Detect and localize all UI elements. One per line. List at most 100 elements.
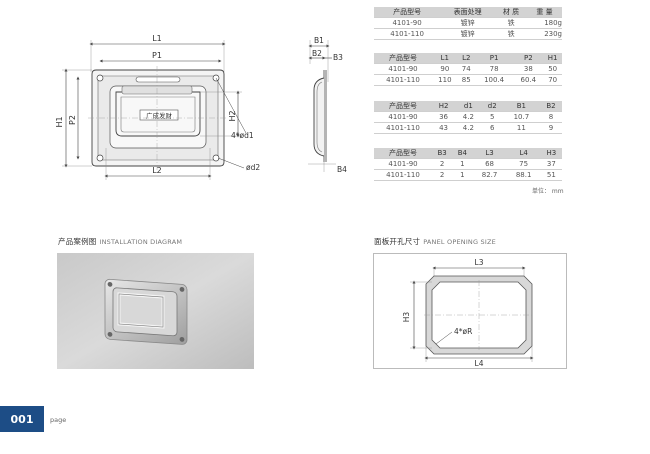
- dim-B1: B1: [314, 36, 324, 45]
- dim-radius: 4*øR: [454, 327, 472, 336]
- table-cell: 10.7: [502, 111, 540, 123]
- table-cell: 50: [543, 63, 562, 75]
- table-cell: 180g: [527, 17, 562, 29]
- table-cell: 2: [432, 169, 453, 181]
- dim-H3: H3: [402, 312, 411, 323]
- table-header: d1: [455, 101, 482, 112]
- dim-B4: B4: [337, 165, 347, 174]
- table-cell: 230g: [527, 28, 562, 40]
- table-header: 材 质: [495, 7, 528, 18]
- panel-drawing-frame: [373, 253, 567, 369]
- table-cell: 8: [539, 111, 562, 123]
- table-cell: 68: [472, 158, 507, 170]
- table-cell: 6: [481, 122, 503, 134]
- table-cell: 4101-90: [374, 111, 432, 123]
- side-view-drawing: B1 B2 B3 B4: [308, 36, 347, 174]
- table-cell: 60.4: [513, 74, 544, 86]
- table-cell: 38: [513, 63, 544, 75]
- table-cell: 4101-90: [374, 17, 441, 29]
- table-row: 4101-110 镀锌 铁 230g: [374, 28, 562, 40]
- table-header: 产品型号: [374, 148, 432, 159]
- table-header: B2: [539, 101, 562, 112]
- table-cell: 4.2: [455, 111, 482, 123]
- table-cell: 85: [457, 74, 475, 86]
- table-cell: 1: [452, 158, 473, 170]
- table-row: 4101-110 43 4.2 6 11 9: [374, 122, 562, 134]
- dim-hole: 4*ød1: [231, 131, 254, 140]
- table-cell: 37: [540, 158, 562, 170]
- page-number-badge: 001: [0, 406, 44, 432]
- table-cell: 镀锌: [440, 28, 496, 40]
- dim-L3: L3: [475, 258, 484, 267]
- table-cell: 2: [432, 158, 453, 170]
- installation-title-en: INSTALLATION DIAGRAM: [99, 238, 183, 246]
- table-cell: 88.1: [506, 169, 541, 181]
- dim-L2: L2: [152, 166, 162, 175]
- dim-H2: H2: [228, 110, 237, 121]
- table-header: H1: [543, 53, 562, 64]
- table-header: P2: [513, 53, 544, 64]
- table-cell: 1: [452, 169, 473, 181]
- dim-H1: H1: [55, 116, 64, 127]
- page-label: page: [50, 416, 67, 424]
- table-header: B4: [452, 148, 473, 159]
- panel-opening-drawing: L3 H3 4*øR L4: [402, 258, 534, 368]
- table-cell: 75: [506, 158, 541, 170]
- table-cell: 110: [432, 74, 458, 86]
- table-cell: 82.7: [472, 169, 507, 181]
- table-header: 产品型号: [374, 53, 432, 64]
- table-header: L2: [457, 53, 475, 64]
- table-header: 产品型号: [374, 7, 441, 18]
- table-cell: 11: [502, 122, 540, 134]
- table-cell: 铁: [495, 17, 528, 29]
- table-cell: 70: [543, 74, 562, 86]
- table-cell: 5: [481, 111, 503, 123]
- table-header: H2: [432, 101, 456, 112]
- spec-table-3: 产品型号 H2 d1 d2 B1 B2 4101-90 36 4.2 5 10.…: [374, 101, 562, 134]
- table-cell: 100.4: [474, 74, 514, 86]
- installation-title-cn: 产品案例图: [58, 237, 97, 246]
- table-header: B1: [502, 101, 540, 112]
- table-header: L4: [506, 148, 541, 159]
- table-row: 4101-90 镀锌 铁 180g: [374, 17, 562, 29]
- stamp-label: 广成发财: [146, 111, 173, 120]
- unit-note: 单位： mm: [532, 188, 564, 195]
- panel-title-en: PANEL OPENING SIZE: [423, 238, 496, 246]
- table-cell: 4101-110: [374, 122, 432, 134]
- table-cell: 36: [432, 111, 456, 123]
- table-row: 4101-90 90 74 78 38 50: [374, 63, 562, 75]
- table-cell: 铁: [495, 28, 528, 40]
- table-cell: 4101-110: [374, 169, 432, 181]
- table-row: 4101-90 2 1 68 75 37: [374, 158, 562, 170]
- table-row: 4101-90 36 4.2 5 10.7 8: [374, 111, 562, 123]
- dim-P1: P1: [152, 51, 162, 60]
- installation-photo: [57, 253, 254, 369]
- table-cell: 4101-110: [374, 28, 441, 40]
- spec-table-1: 产品型号 表面处理 材 质 重 量 4101-90 镀锌 铁 180g 4101…: [374, 7, 562, 40]
- dim-d2: ød2: [246, 163, 260, 172]
- table-header: 重 量: [527, 7, 562, 18]
- table-header: d2: [481, 101, 503, 112]
- dim-L4: L4: [475, 359, 484, 368]
- dim-L1: L1: [152, 34, 162, 43]
- table-header: L3: [472, 148, 507, 159]
- table-row: 4101-110 2 1 82.7 88.1 51: [374, 169, 562, 181]
- table-cell: 90: [432, 63, 458, 75]
- table-header: P1: [474, 53, 514, 64]
- panel-title-cn: 面板开孔尺寸: [374, 237, 421, 246]
- table-header: 表面处理: [440, 7, 496, 18]
- table-row: 4101-110 110 85 100.4 60.4 70: [374, 74, 562, 86]
- table-cell: 4101-90: [374, 158, 432, 170]
- table-cell: 镀锌: [440, 17, 496, 29]
- table-header: B3: [432, 148, 453, 159]
- table-cell: 51: [540, 169, 562, 181]
- dim-B2: B2: [312, 49, 322, 58]
- spec-table-4: 产品型号 B3 B4 L3 L4 H3 4101-90 2 1 68 75 37…: [374, 148, 562, 181]
- spec-table-2: 产品型号 L1 L2 P1 P2 H1 4101-90 90 74 78 38 …: [374, 53, 562, 86]
- front-view-drawing: L1 P1 广成发财 H1 P2 H2 L2 4*ød1 ød2: [55, 34, 260, 180]
- table-cell: 4.2: [455, 122, 482, 134]
- table-header: H3: [540, 148, 562, 159]
- dim-P2: P2: [68, 115, 77, 125]
- table-header: L1: [432, 53, 458, 64]
